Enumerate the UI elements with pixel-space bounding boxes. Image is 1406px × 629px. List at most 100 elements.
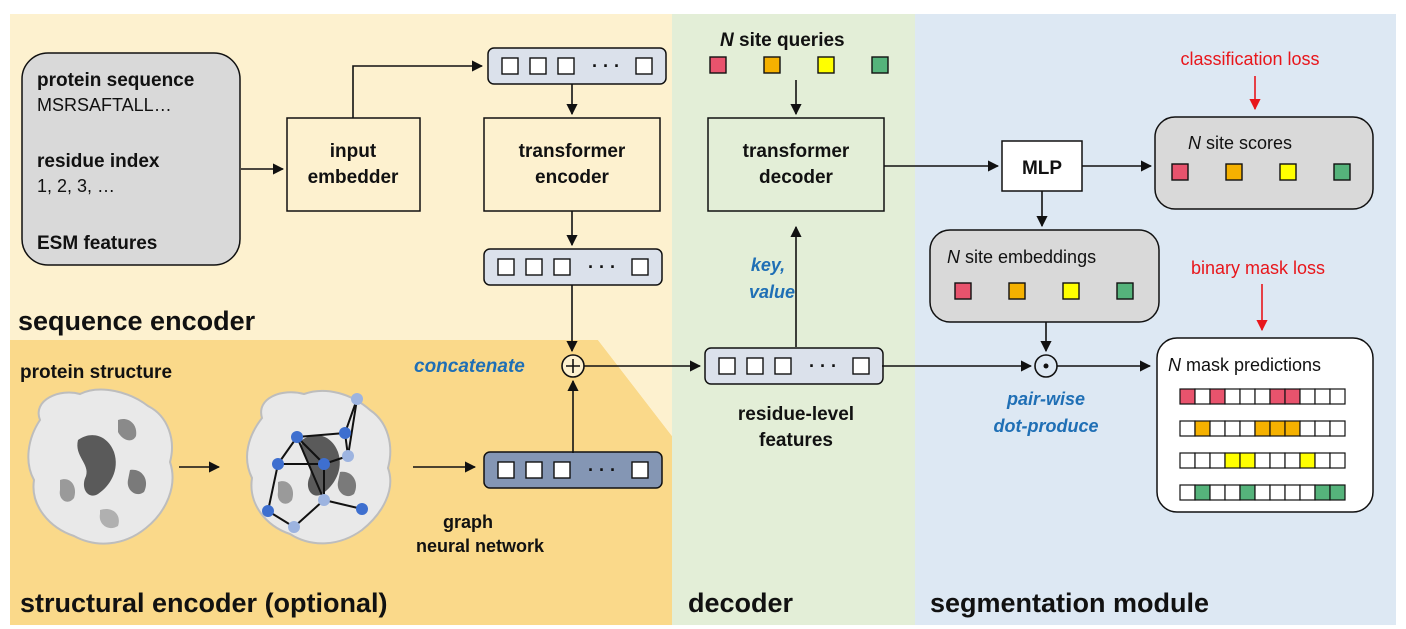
- mask-cell: [1284, 420, 1301, 437]
- graph-edge: [267, 463, 279, 512]
- binary-mask-loss-label: binary mask loss: [1191, 258, 1325, 278]
- site-scores-box: [1154, 116, 1374, 210]
- segmentation-module-title: segmentation module: [930, 588, 1209, 618]
- protein-sequence-value: MSRSAFTALL…: [37, 95, 172, 115]
- sequence-encoder-title: sequence encoder: [18, 306, 256, 336]
- mask-cell: [1194, 452, 1211, 469]
- decoder-title: decoder: [688, 588, 794, 618]
- graph-edge: [323, 499, 363, 510]
- graph-node: [356, 503, 368, 515]
- gnn-vector-cell: [553, 461, 571, 479]
- transformer-encoder-line2: encoder: [535, 167, 610, 188]
- site-queries-label: N site queries: [720, 30, 845, 51]
- graph-edge: [296, 436, 325, 465]
- mask-cell: [1209, 388, 1226, 405]
- site-query-square: [709, 56, 727, 74]
- pair-wise-label: pair-wise: [1006, 389, 1085, 409]
- input-features-box: [21, 52, 241, 266]
- mask-cell: [1284, 452, 1301, 469]
- site-scores-prefix: N: [1188, 133, 1202, 153]
- gnn-vector-cell: [497, 461, 515, 479]
- gnn-vector-cell: [525, 461, 543, 479]
- site-query-square: [763, 56, 781, 74]
- mask-grid: [1179, 388, 1346, 501]
- site-queries-prefix: N: [720, 30, 735, 51]
- encoder-vector-frame: [483, 248, 663, 286]
- protein-surface-image: [27, 388, 174, 545]
- graph-node: [291, 431, 303, 443]
- residue-level-label-line2: features: [759, 430, 833, 451]
- mask-cell: [1224, 484, 1241, 501]
- residue-index-value: 1, 2, 3, …: [37, 176, 115, 196]
- region-corner: [598, 340, 672, 436]
- mask-cell: [1194, 420, 1211, 437]
- encoder-vector-cell: [631, 258, 649, 276]
- mask-cell: [1179, 452, 1196, 469]
- protein-structure-label: protein structure: [20, 362, 172, 383]
- key-label: key,: [751, 255, 785, 275]
- connector-arrows: [179, 60, 1268, 473]
- site-score-squares: [1171, 163, 1351, 181]
- site-embedding-squares: [954, 282, 1134, 300]
- mask-predictions-text: mask predictions: [1181, 355, 1321, 375]
- residue-vector-cell: [718, 357, 736, 375]
- value-label: value: [749, 282, 795, 302]
- site-score-square: [1225, 163, 1243, 181]
- mask-cell: [1314, 484, 1331, 501]
- site-scores-label: N site scores: [1188, 133, 1292, 153]
- encoder-vector-cell: [497, 258, 515, 276]
- gnn-label-line1: graph: [443, 512, 493, 532]
- site-embeddings-box: [929, 229, 1160, 323]
- classification-loss-label: classification loss: [1180, 49, 1319, 69]
- mask-cell: [1194, 484, 1211, 501]
- mask-cell: [1269, 452, 1286, 469]
- mask-cell: [1329, 388, 1346, 405]
- site-queries-text: site queries: [734, 30, 845, 51]
- mask-predictions-prefix: N: [1168, 355, 1182, 375]
- transformer-decoder-line1: transformer: [743, 141, 850, 162]
- dot-icon: [1043, 363, 1049, 369]
- graph-node: [272, 458, 284, 470]
- mask-cell: [1329, 420, 1346, 437]
- input-embedder-box: [286, 117, 421, 212]
- residue-level-label-line1: residue-level: [738, 404, 854, 425]
- mask-cell: [1314, 420, 1331, 437]
- graph-edge: [293, 499, 325, 528]
- mask-cell: [1224, 420, 1241, 437]
- residue-vector-ellipsis: · · ·: [809, 356, 837, 376]
- graph-edge: [296, 432, 346, 438]
- mask-cell: [1239, 484, 1256, 501]
- site-embeddings-prefix: N: [947, 247, 961, 267]
- mask-cell: [1179, 484, 1196, 501]
- transformer-encoder-line1: transformer: [519, 141, 626, 162]
- embedding-vector-frame: [487, 47, 667, 85]
- mask-cell: [1269, 484, 1286, 501]
- site-score-square: [1333, 163, 1351, 181]
- mask-cell: [1179, 420, 1196, 437]
- mask-cell: [1299, 452, 1316, 469]
- mask-cell: [1239, 420, 1256, 437]
- site-query-squares: [709, 56, 889, 74]
- mask-cell: [1329, 452, 1346, 469]
- graph-node: [262, 505, 274, 517]
- mask-cell: [1254, 388, 1271, 405]
- mask-cell: [1299, 420, 1316, 437]
- mask-cell: [1269, 388, 1286, 405]
- mask-cell: [1284, 484, 1301, 501]
- embedding-vector-cell: [635, 57, 653, 75]
- embedding-vector-cell: [529, 57, 547, 75]
- embedding-vector-top: · · ·: [487, 47, 667, 85]
- structural-encoder-title: structural encoder (optional): [20, 588, 388, 618]
- esm-features-label: ESM features: [37, 233, 157, 254]
- mask-cell: [1209, 420, 1226, 437]
- plus-icon: [566, 359, 580, 373]
- mask-cell: [1299, 388, 1316, 405]
- mask-cell: [1239, 452, 1256, 469]
- graph-node: [318, 458, 330, 470]
- mask-cell: [1224, 388, 1241, 405]
- site-embeddings-text: site embeddings: [960, 247, 1096, 267]
- residue-vector-cell: [852, 357, 870, 375]
- graph-node: [288, 521, 300, 533]
- mask-cell: [1314, 452, 1331, 469]
- site-embedding-square: [954, 282, 972, 300]
